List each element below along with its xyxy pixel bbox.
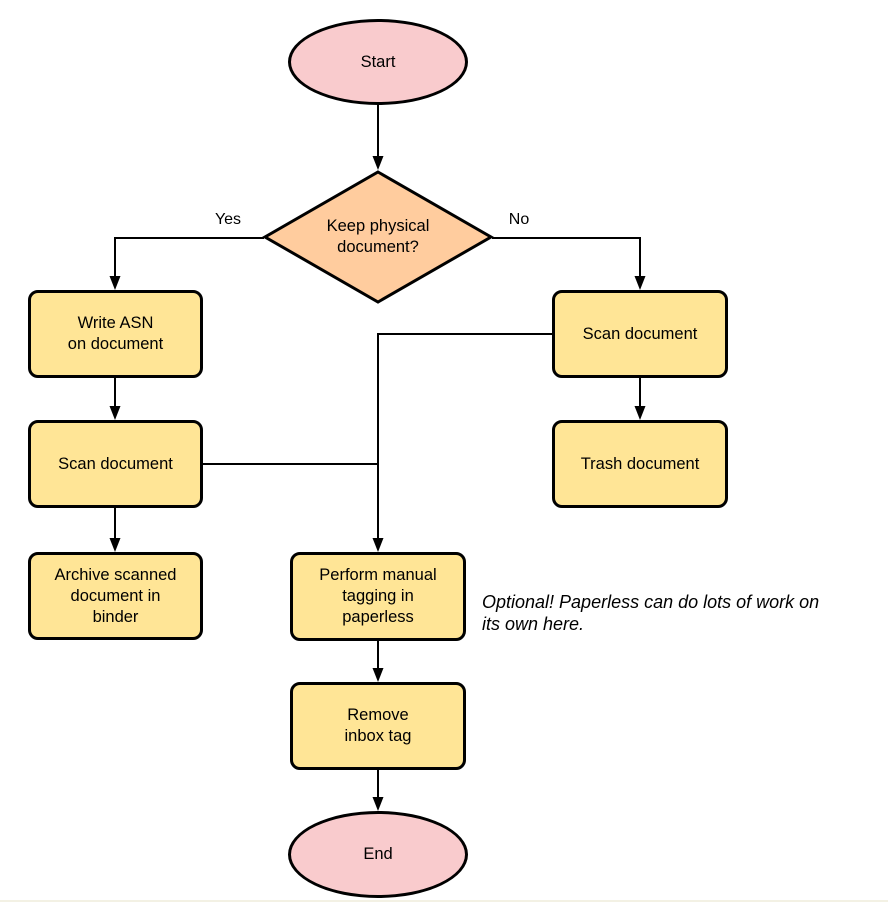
- arrowhead-trash: [634, 406, 646, 420]
- arrowhead-scan-left: [109, 406, 121, 420]
- arrowhead-end: [372, 797, 384, 811]
- edge-label-no: No: [508, 211, 530, 228]
- arrowhead-archive: [109, 538, 121, 552]
- arrowhead-remove-inbox: [372, 668, 384, 682]
- node-trash-document: Trash document: [552, 420, 728, 508]
- arrowhead-tagging: [372, 538, 384, 552]
- edge-no: [492, 237, 641, 277]
- node-remove-inbox-tag: Remove inbox tag: [290, 682, 466, 770]
- node-manual-tagging: Perform manual tagging in paperless: [290, 552, 466, 641]
- bottom-edge-line: [0, 900, 888, 902]
- arrowhead-write-asn: [109, 276, 121, 290]
- node-decision-shape: [261, 170, 495, 304]
- node-end: End: [288, 811, 468, 898]
- annotation-optional-note: Optional! Paperless can do lots of work …: [482, 592, 820, 634]
- node-archive-binder: Archive scanned document in binder: [28, 552, 203, 640]
- node-start: Start: [288, 19, 468, 105]
- edge-label-yes: Yes: [214, 211, 242, 228]
- decision-diamond: [261, 170, 495, 304]
- node-write-asn: Write ASN on document: [28, 290, 203, 378]
- node-scan-document-left: Scan document: [28, 420, 203, 508]
- arrowhead-scan-right: [634, 276, 646, 290]
- edge-scan-right-to-tagging: [377, 333, 552, 539]
- node-scan-document-right: Scan document: [552, 290, 728, 378]
- edge-yes: [114, 237, 264, 277]
- node-decision-label: Keep physical document?: [326, 217, 430, 256]
